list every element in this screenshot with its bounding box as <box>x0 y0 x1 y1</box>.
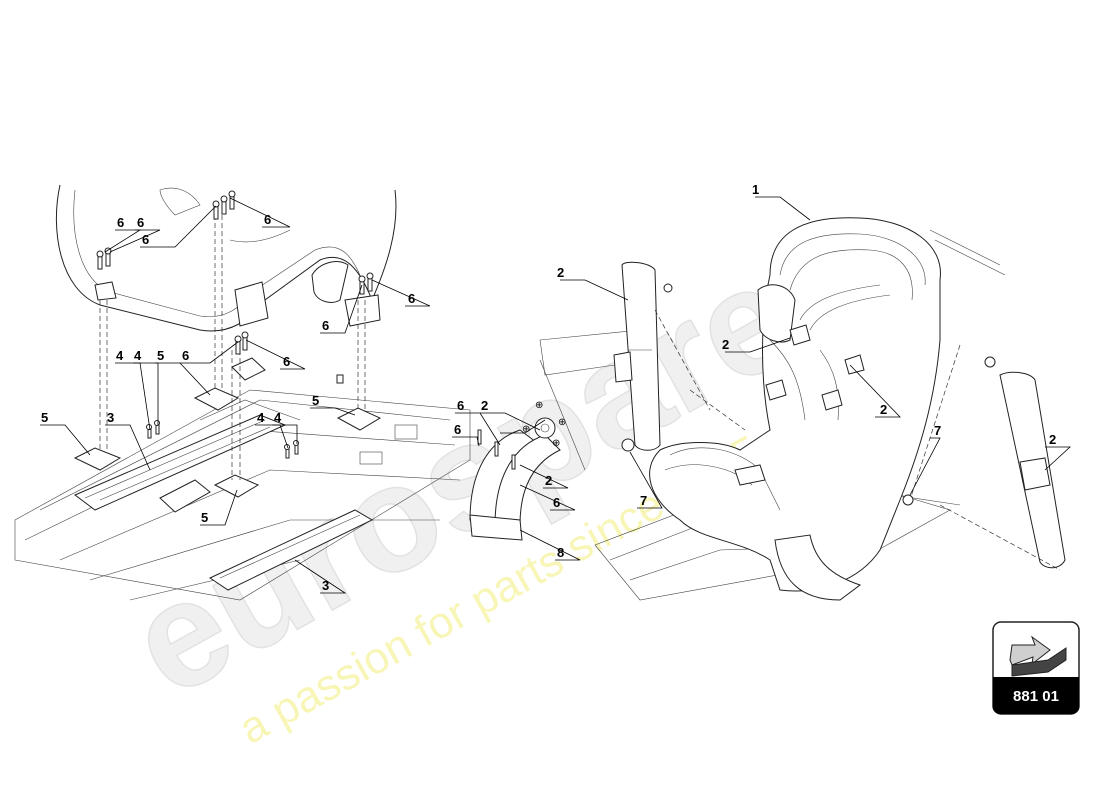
left-assembly <box>14 184 471 601</box>
callout-2: 2 <box>545 473 552 488</box>
callout-3: 3 <box>107 410 114 425</box>
callout-4: 4 <box>274 410 282 425</box>
callout-4: 4 <box>134 348 142 363</box>
right-assembly <box>594 217 1066 601</box>
callout-6: 6 <box>264 212 271 227</box>
callout-6: 6 <box>142 232 149 247</box>
callout-3: 3 <box>322 578 329 593</box>
callout-6: 6 <box>457 398 464 413</box>
svg-text:⊕: ⊕ <box>535 400 543 411</box>
callout-5: 5 <box>312 393 319 408</box>
callout-7: 7 <box>640 493 647 508</box>
callout-4: 4 <box>257 410 265 425</box>
callout-2: 2 <box>1049 432 1056 447</box>
callout-6: 6 <box>553 495 560 510</box>
middle-assembly: ⊕ ⊕ ⊕ ⊕ <box>469 329 651 541</box>
page-code: 881 01 <box>1013 688 1059 705</box>
callout-8: 8 <box>557 545 564 560</box>
svg-text:⊕: ⊕ <box>552 438 560 449</box>
callout-2: 2 <box>880 402 887 417</box>
callout-6: 6 <box>322 318 329 333</box>
callouts: 1 2 2 2 2 2 2 3 3 4 4 4 4 5 5 5 5 6 6 6 … <box>41 182 1056 593</box>
callout-2: 2 <box>557 265 564 280</box>
page-badge: 881 01 <box>992 621 1080 715</box>
callout-6: 6 <box>137 215 144 230</box>
callout-6: 6 <box>117 215 124 230</box>
callout-4: 4 <box>116 348 124 363</box>
callout-7: 7 <box>934 423 941 438</box>
callout-6: 6 <box>283 354 290 369</box>
leader-lines <box>40 196 1072 594</box>
svg-text:⊕: ⊕ <box>558 417 566 428</box>
svg-text:⊕: ⊕ <box>522 424 530 435</box>
callout-6: 6 <box>182 348 189 363</box>
bolt-group <box>96 190 374 459</box>
callout-5: 5 <box>201 510 208 525</box>
callout-5: 5 <box>41 410 48 425</box>
callout-6: 6 <box>408 291 415 306</box>
callout-5: 5 <box>157 348 164 363</box>
callout-6: 6 <box>454 422 461 437</box>
arrow-icon <box>1009 635 1067 677</box>
callout-1: 1 <box>752 182 759 197</box>
callout-2: 2 <box>722 337 729 352</box>
rail-right <box>208 509 374 591</box>
callout-2: 2 <box>481 398 488 413</box>
